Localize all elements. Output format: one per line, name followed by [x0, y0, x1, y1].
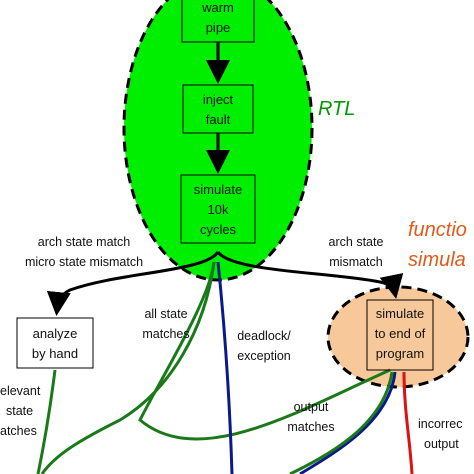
warm-pipe-line2: pipe — [206, 20, 231, 35]
warm-pipe-line1: warm — [201, 0, 234, 15]
edge-label-deadlock-line2: exception — [237, 349, 291, 363]
functional-label-line2: simula — [408, 249, 466, 271]
edge-green-analyze — [36, 369, 57, 474]
edge-label-arch-mismatch-line2: mismatch — [329, 255, 383, 269]
edge-label-incorrect-line2: output — [424, 437, 459, 451]
node-inject-fault: inject fault — [182, 84, 254, 134]
edge-label-all-match-line1: all state — [144, 307, 187, 321]
edge-blue-right — [299, 371, 397, 474]
edge-blue — [216, 261, 234, 474]
edge-label-all-match-line2: matches — [142, 327, 189, 341]
simulate-10k-line2: 10k — [208, 202, 229, 217]
edge-red — [402, 371, 414, 474]
node-warm-pipe: warm pipe — [181, 0, 255, 43]
edge-label-incorrect-line1: incorrec — [418, 417, 462, 431]
edge-label-irrelevant-line2: state — [6, 404, 33, 418]
edge-label-arch-mismatch-line1: arch state — [329, 235, 384, 249]
edge-label-arch-match-line1: arch state match — [38, 235, 130, 249]
edge-label-deadlock-line1: deadlock/ — [237, 329, 291, 343]
inject-fault-line1: inject — [203, 92, 234, 107]
edge-green-output — [289, 371, 394, 474]
edge-label-output-matches-line1: output — [294, 400, 329, 414]
node-simulate-end: simulate to end of program — [366, 299, 434, 371]
edge-label-output-matches-line2: matches — [287, 420, 334, 434]
rtl-label: RTL — [318, 98, 355, 120]
analyze-line2: by hand — [32, 346, 78, 361]
simulate-10k-line3: cycles — [200, 222, 237, 237]
edge-green-right — [138, 261, 391, 441]
edge-label-irrelevant-line1: elevant — [0, 384, 41, 398]
analyze-line1: analyze — [33, 326, 78, 341]
simulate-end-line1: simulate — [376, 306, 424, 321]
edge-to-analyze — [46, 251, 220, 316]
simulate-end-line3: program — [376, 346, 424, 361]
edge-label-irrelevant-line3: atches — [0, 424, 37, 438]
edge-label-arch-match-line2: micro state mismatch — [25, 255, 143, 269]
edge-green-left — [40, 261, 216, 474]
edge-to-simulate-end — [216, 250, 404, 299]
node-simulate-10k: simulate 10k cycles — [180, 174, 256, 244]
simulate-end-line2: to end of — [375, 326, 426, 341]
functional-label-line1: functio — [408, 219, 467, 241]
simulate-10k-line1: simulate — [194, 182, 242, 197]
inject-fault-line2: fault — [206, 112, 231, 127]
node-analyze-by-hand: analyze by hand — [16, 317, 94, 369]
